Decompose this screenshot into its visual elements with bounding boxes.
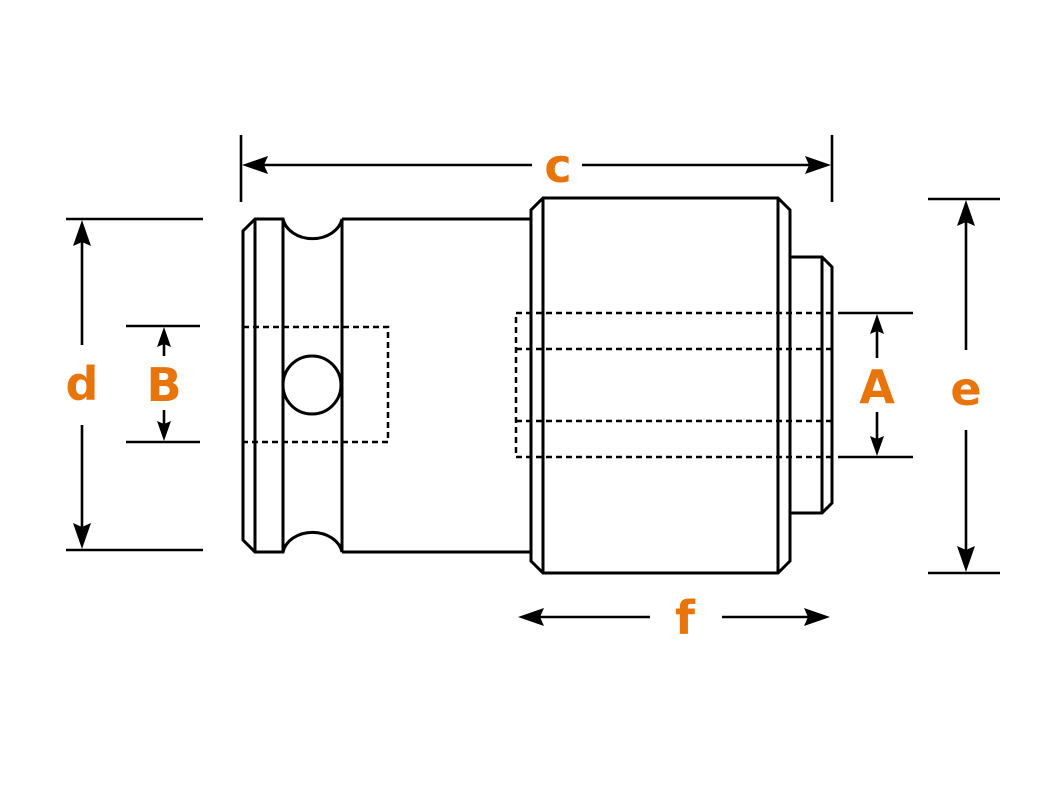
dimension-e: e [928,197,1000,575]
nose-outline [790,255,834,515]
dim-b-arrow-top [157,327,171,347]
dimension-f: f [518,591,830,645]
dimension-b: B [126,324,200,444]
dim-a-arrow-bottom [870,436,884,456]
dim-a-arrow-top [870,314,884,334]
hex-hidden-bore-outer [514,311,832,459]
dim-e-arrow-bottom [957,546,975,572]
socket-body [241,196,834,575]
dim-d-label: d [66,357,99,411]
shank-outline [342,217,531,554]
drive-hidden-bore [243,325,390,444]
dim-d-arrow-bottom [73,523,91,549]
dim-e-label: e [950,362,981,416]
dim-f-arrow-right [804,608,830,626]
dim-f-label: f [675,591,696,645]
dimension-c: c [239,135,834,202]
dimension-d: d [66,217,203,552]
dim-f-arrow-left [518,608,544,626]
dim-c-arrow-right [805,156,831,174]
dim-a-label: A [859,360,895,414]
head-outline [529,196,792,575]
dim-c-arrow-left [242,156,268,174]
dim-b-label: B [146,358,181,412]
dim-c-label: c [544,139,571,193]
drive-end-outline [241,217,344,554]
dim-e-arrow-top [957,200,975,226]
dim-d-arrow-top [73,220,91,246]
dimension-a: A [838,311,913,459]
dim-b-arrow-bottom [157,421,171,441]
detent-ball [281,354,343,416]
hidden-lines [243,311,832,459]
